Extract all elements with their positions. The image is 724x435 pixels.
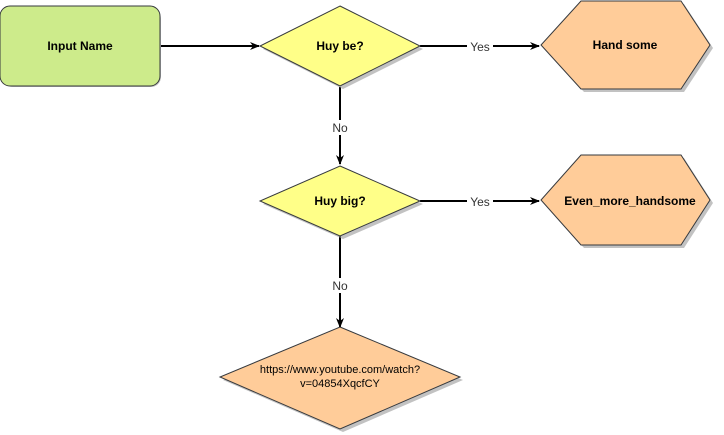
node-label: Huy be? — [316, 39, 363, 53]
edge-decision-big-yes: Yes — [420, 194, 540, 209]
edge-label-yes: Yes — [470, 195, 490, 209]
node-label: Huy big? — [314, 194, 365, 208]
node-label-line-2: v=04854XqcfCY — [300, 378, 380, 390]
edge-decision-be-no: No — [328, 87, 352, 165]
outcome-node-youtube-link[interactable]: https://www.youtube.com/watch? v=04854Xq… — [218, 326, 463, 432]
edge-decision-be-yes: Yes — [420, 39, 540, 54]
outcome-node-hand-some[interactable]: Hand some — [540, 0, 713, 92]
node-label: Hand some — [593, 38, 658, 52]
node-label: Input Name — [47, 39, 113, 53]
decision-node-huy-be[interactable]: Huy be? — [258, 5, 423, 89]
start-node-input-name[interactable]: Input Name — [0, 5, 161, 87]
outcome-node-even-more-handsome[interactable]: Even_more_handsome — [540, 154, 713, 248]
edge-decision-big-no: No — [328, 236, 352, 328]
edge-label-yes: Yes — [470, 40, 490, 54]
decision-node-huy-big[interactable]: Huy big? — [258, 165, 423, 239]
edge-label-no: No — [332, 279, 348, 293]
node-label: Even_more_handsome — [564, 194, 696, 208]
edge-label-no: No — [332, 121, 348, 135]
node-label-line-1: https://www.youtube.com/watch? — [260, 364, 420, 376]
